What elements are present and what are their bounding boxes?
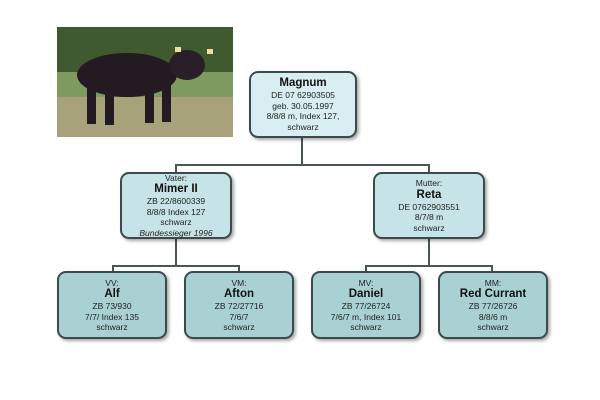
node-role: VV: bbox=[105, 277, 119, 288]
connector bbox=[112, 265, 239, 267]
node-role: Vater: bbox=[164, 172, 188, 183]
node-name: Afton bbox=[223, 288, 254, 300]
connector bbox=[428, 164, 430, 173]
connector bbox=[175, 164, 177, 173]
node-dam: Mutter: Reta DE 0762903551 8/7/8 m schwa… bbox=[373, 172, 485, 239]
node-line: schwarz bbox=[160, 217, 192, 228]
connector bbox=[365, 265, 367, 272]
node-line: 7/6/7 m, Index 101 bbox=[330, 311, 402, 322]
node-line: ZB 72/27716 bbox=[214, 301, 264, 311]
node-line: schwarz bbox=[96, 322, 128, 332]
node-root: Magnum DE 07 62903505 geb. 30.05.1997 8/… bbox=[249, 71, 357, 138]
node-line: ZB 77/26724 bbox=[341, 301, 391, 311]
node-name: Mimer II bbox=[154, 183, 198, 196]
node-grandparent-mm: MM: Red Currant ZB 77/26726 8/8/6 m schw… bbox=[438, 271, 548, 339]
node-note: Bundessieger 1996 bbox=[139, 227, 213, 238]
node-line: ZB 22/8600339 bbox=[146, 196, 206, 207]
connector bbox=[428, 238, 430, 266]
connector bbox=[238, 265, 240, 272]
connector bbox=[365, 265, 493, 267]
node-line: schwarz bbox=[477, 322, 509, 332]
connector bbox=[175, 164, 430, 166]
node-line: schwarz bbox=[287, 121, 319, 132]
connector bbox=[491, 265, 493, 272]
node-role: Mutter: bbox=[415, 178, 443, 188]
node-grandparent-vm: VM: Afton ZB 72/27716 7/6/7 schwarz bbox=[184, 271, 294, 339]
node-line: 8/8/8 Index 127 bbox=[146, 206, 206, 217]
node-line: schwarz bbox=[413, 222, 445, 233]
node-line: geb. 30.05.1997 bbox=[272, 100, 334, 111]
node-line: ZB 77/26726 bbox=[468, 301, 518, 311]
node-line: 8/7/8 m bbox=[414, 212, 444, 222]
connector bbox=[175, 238, 177, 266]
node-grandparent-vv: VV: Alf ZB 73/930 7/7/ Index 135 schwarz bbox=[57, 271, 167, 339]
node-line: 7/6/7 bbox=[229, 311, 249, 322]
node-name: Red Currant bbox=[459, 288, 527, 300]
connector bbox=[301, 137, 303, 165]
connector bbox=[112, 265, 114, 272]
node-line: DE 0762903551 bbox=[398, 201, 460, 212]
node-name: Reta bbox=[416, 188, 442, 201]
node-name: Alf bbox=[104, 288, 120, 300]
node-line: DE 07 62903505 bbox=[271, 90, 335, 100]
node-line: 8/8/6 m bbox=[478, 311, 508, 322]
node-line: schwarz bbox=[350, 322, 382, 332]
node-role: MV: bbox=[358, 277, 374, 288]
node-name: Daniel bbox=[348, 288, 384, 300]
node-grandparent-mv: MV: Daniel ZB 77/26724 7/6/7 m, Index 10… bbox=[311, 271, 421, 339]
node-sire: Vater: Mimer II ZB 22/8600339 8/8/8 Inde… bbox=[120, 172, 232, 239]
bull-photo bbox=[57, 27, 233, 137]
node-line: 8/8/8 m, Index 127, bbox=[266, 111, 340, 121]
node-line: schwarz bbox=[223, 322, 255, 332]
node-name: Magnum bbox=[279, 77, 327, 89]
node-role: MM: bbox=[484, 277, 502, 288]
node-line: ZB 73/930 bbox=[92, 301, 132, 311]
node-role: VM: bbox=[231, 277, 247, 288]
node-line: 7/7/ Index 135 bbox=[85, 311, 139, 322]
